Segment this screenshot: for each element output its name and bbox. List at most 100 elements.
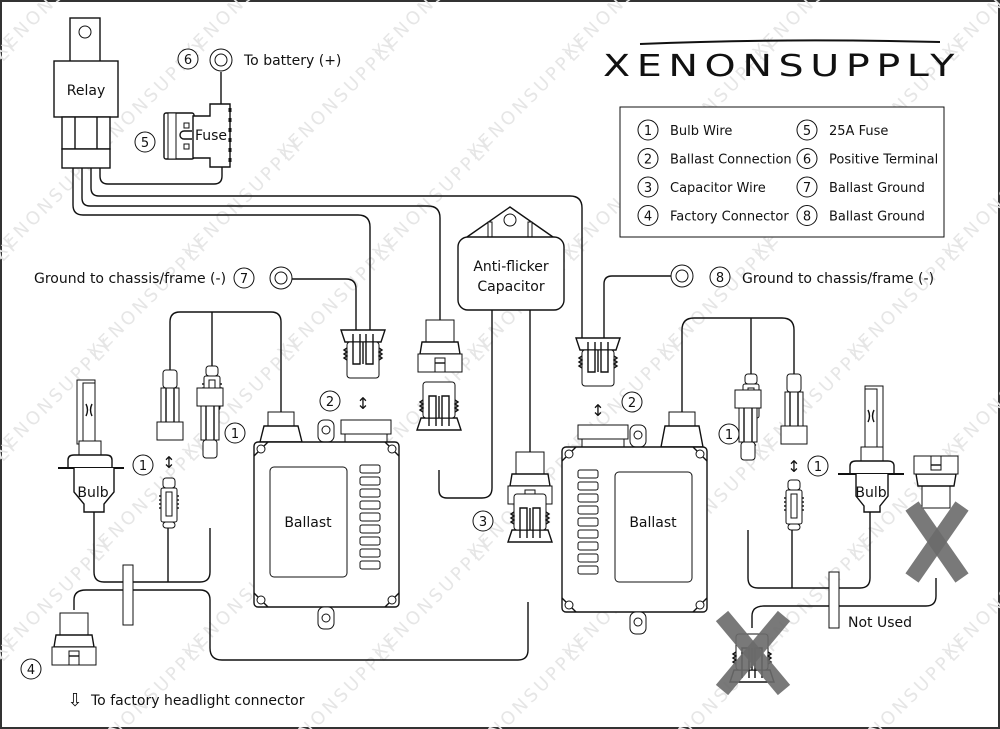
svg-text:3: 3 [479,515,487,530]
ballast-right: Ballast [561,411,708,635]
bulb-connector-left-male [156,369,184,441]
factory-label: To factory headlight connector [90,693,305,709]
ground-left-label: Ground to chassis/frame (-) [34,271,226,287]
ground-terminal-right [670,264,694,288]
watermark-text: XENONSUPPLY [274,634,404,729]
marker-1-left-b: 1 [224,422,246,444]
brand-logo: XENONSUPPLY [603,39,961,84]
vent-slot [577,553,599,563]
marker-1-right-b: 1 [807,455,829,477]
watermark-text: XENONSUPPLY [0,34,24,164]
ballast-left-label: Ballast [284,515,332,531]
legend-number: 6 [803,153,811,168]
relay-mount-hole [78,25,92,39]
updown-arrow-icon: ↕ [162,453,175,472]
svg-text:6: 6 [184,53,192,68]
updown-arrow-icon: ↕ [787,457,800,476]
marker-8: 8 [709,266,731,288]
vent-slot [359,548,381,558]
unused-clip-plug [715,610,791,696]
svg-text:7: 7 [240,272,248,287]
svg-text:1: 1 [814,460,822,475]
legend-label: Ballast Ground [829,210,925,225]
fuse-label: Fuse [195,128,227,144]
wire-sleeve-right [828,571,840,629]
bulb-right: Bulb [838,385,904,513]
relay: Relay [53,17,119,169]
fuse-element-icon [179,130,192,140]
vent-slot [359,560,381,570]
ballast-right-label: Ballast [629,515,677,531]
vent-slot [577,493,599,503]
ballast-left: Ballast [253,411,400,630]
anti-flicker-capacitor: Anti-flicker Capacitor [457,206,565,311]
updown-arrow-icon: ↕ [356,394,369,413]
bulb-connector-right-female-lower [783,479,805,531]
svg-text:4: 4 [27,663,35,678]
legend-number: 8 [803,210,811,225]
vent-slot [577,541,599,551]
svg-text:2: 2 [326,395,334,410]
vent-slot [577,565,599,575]
watermark-text: XENONSUPPLY [0,234,24,364]
fuse-holder: Fuse [163,103,232,168]
legend-number-badge [637,205,659,226]
legend-number-badge [796,205,818,226]
vent-slot [359,500,381,510]
legend-number: 4 [644,210,652,225]
marker-1-left-a: 1 [132,454,154,476]
bulb-right-label: Bulb [855,485,886,501]
vent-slot [359,512,381,522]
marker-2-left: 2 [319,390,341,412]
vent-slot [577,469,599,479]
svg-text:5: 5 [141,136,149,151]
vent-slot [359,476,381,486]
factory-connector [51,612,97,666]
updown-arrow-icon: ↕ [591,401,604,420]
ground-terminal-left [269,266,293,290]
legend-number: 5 [803,124,811,139]
legend-label: Ballast Connection [670,153,792,168]
legend-number-badge [637,176,659,198]
marker-1-right-a: 1 [718,423,740,445]
vent-slot [577,505,599,515]
legend-number: 7 [803,181,811,196]
legend-number-badge [796,148,818,169]
marker-2-right: 2 [621,391,643,413]
not-used-label: Not Used [848,615,912,631]
legend-item: 1 Bulb Wire [637,119,732,141]
marker-4: 4 [20,658,42,680]
ballast-connector-left [340,329,386,379]
legend-item: 2 Ballast Connection [637,148,792,169]
marker-5: 5 [134,131,156,153]
logo-text: XENONSUPPLY [603,49,961,84]
relay-tab [69,17,101,63]
capacitor-label-line1: Anti-flicker [473,259,549,275]
vent-slot [359,464,381,474]
legend-number: 1 [644,124,652,139]
legend-label: Factory Connector [670,210,789,225]
marker-7: 7 [233,267,255,289]
relay-terminal-block [61,148,111,169]
capacitor-clip-upper [416,381,462,431]
watermark-text: XENONSUPPLY [0,634,24,729]
bulb-left: Bulb [58,379,124,513]
watermark-text: XENONSUPPLY [84,634,214,729]
capacitor-plug-upper [417,319,463,373]
legend-label: Bulb Wire [670,124,732,139]
legend-label: 25A Fuse [829,124,888,139]
unused-round-plug [905,455,969,583]
svg-text:8: 8 [716,271,724,286]
legend-number: 2 [644,153,652,168]
svg-text:1: 1 [139,459,147,474]
legend-item: 4 Factory Connector [637,205,789,226]
legend-item: 5 25A Fuse [796,119,888,141]
wires [72,72,937,661]
down-arrow-icon: ⇩ [67,690,82,711]
legend-item: 8 Ballast Ground [796,205,925,226]
vent-slot [359,488,381,498]
